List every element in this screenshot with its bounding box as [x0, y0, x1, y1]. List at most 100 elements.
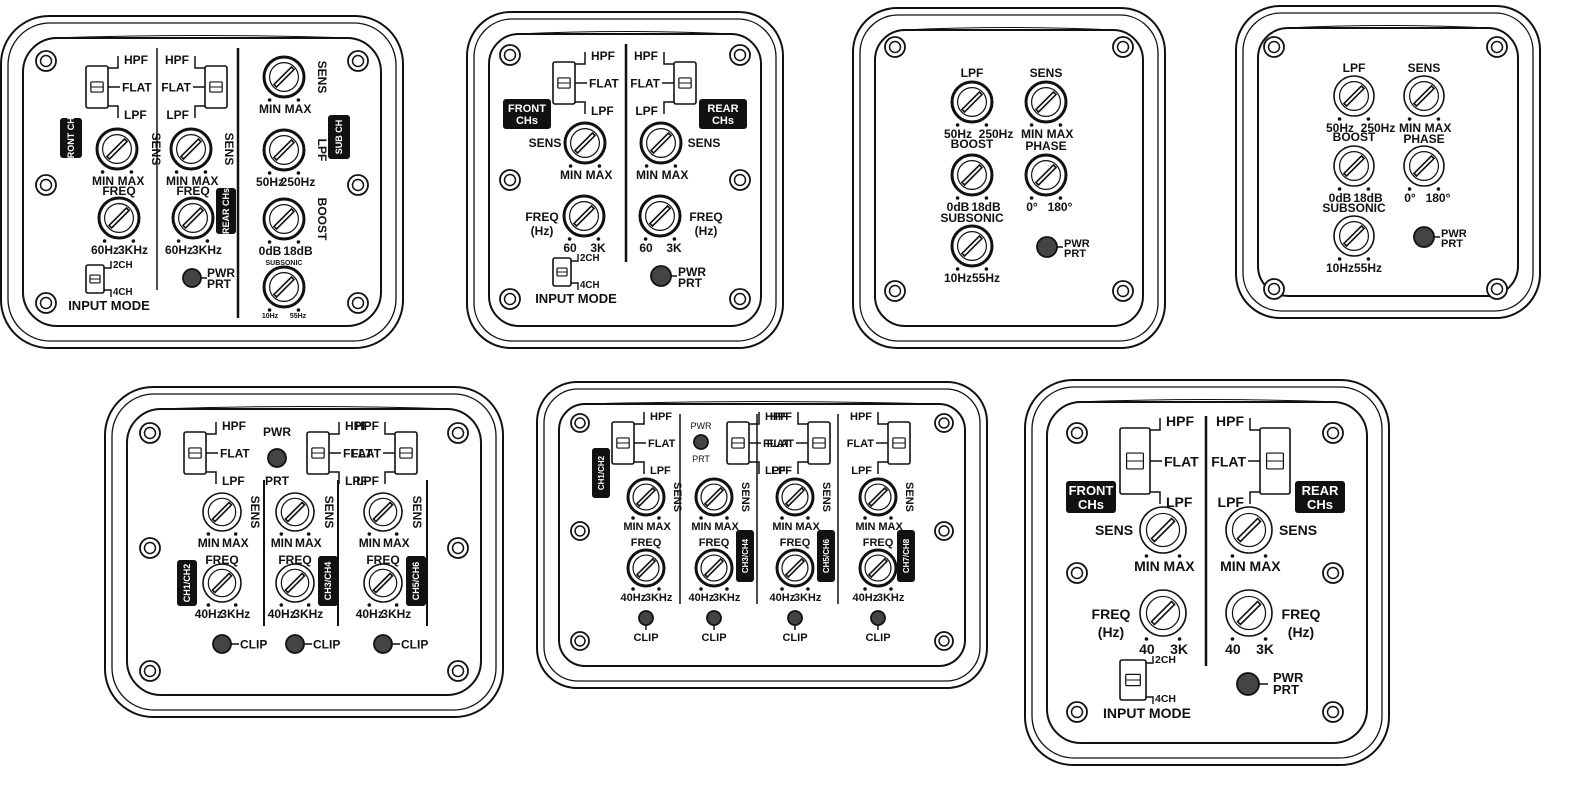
knob-pointer-slot: [1342, 84, 1366, 108]
knob-max-label: 3KHz: [794, 592, 822, 604]
screw-hole-inner: [1326, 705, 1340, 719]
screw-hole-inner: [39, 54, 53, 68]
max-dot: [129, 170, 134, 174]
knob-inner: [1231, 512, 1267, 548]
knob-max-label: 3KHz: [220, 607, 250, 621]
min-dot: [1337, 257, 1342, 261]
max-dot: [1366, 117, 1371, 121]
knob-label: SENS: [820, 482, 832, 512]
knob-label: SENS: [149, 133, 163, 166]
housing-outer: [852, 7, 1166, 349]
knob-min-label: 0°: [1026, 200, 1038, 214]
clip-led: CLIP: [701, 610, 727, 644]
knob-inner: [632, 554, 660, 582]
max-dot: [725, 516, 729, 520]
switch-hpf-label: HPF: [165, 53, 189, 67]
max-dot: [203, 170, 208, 174]
screw-hole: [1263, 36, 1285, 58]
screw-hole-inner: [1116, 284, 1130, 298]
knob-label: FREQ: [631, 537, 662, 549]
input-mode-body: [552, 257, 572, 287]
knob-min-label: MIN: [1134, 558, 1160, 574]
knob-pointer-slot: [1342, 224, 1366, 248]
max-dot: [296, 171, 301, 175]
bracket-top: [194, 56, 205, 69]
screw-hole: [570, 521, 590, 541]
min-dot: [699, 516, 703, 520]
screw-hole: [447, 537, 469, 559]
knob-label: FREQ: [1092, 606, 1131, 622]
screw-hole: [499, 44, 521, 66]
max-dot: [1177, 554, 1182, 558]
screw-hole: [934, 413, 954, 433]
knob-min-label: MIN: [623, 521, 643, 533]
clip-label: CLIP: [401, 637, 428, 651]
min-dot: [267, 171, 272, 175]
channel-badge: FRONT CHs: [60, 112, 82, 164]
bracket-bottom: [634, 461, 645, 474]
min-dot: [643, 237, 648, 241]
max-dot: [806, 587, 810, 591]
knob-inner: [644, 201, 675, 232]
knob-pointer-slot: [272, 275, 296, 299]
switch-flat-label: FLAT: [351, 447, 381, 461]
input-mode-4ch-label: 4CH: [580, 280, 600, 291]
knob-max-label: MAX: [714, 521, 739, 533]
bracket-bottom: [194, 105, 205, 118]
knob-max-label: 3KHz: [713, 592, 741, 604]
knob-label: FREQ: [780, 537, 811, 549]
max-dot: [596, 237, 601, 241]
knob-max-label: MAX: [285, 102, 312, 116]
screw-hole: [729, 44, 751, 66]
knob-pointer-slot: [960, 90, 984, 114]
clip-label: CLIP: [865, 632, 890, 644]
housing-outer: [104, 386, 504, 718]
screw-hole: [35, 174, 57, 196]
knob-inner: [956, 160, 987, 191]
bracket-bottom: [797, 461, 808, 474]
screw-hole-inner: [1070, 705, 1084, 719]
min-dot: [568, 164, 573, 168]
min-dot: [1029, 196, 1034, 200]
knob-inner: [568, 201, 599, 232]
max-dot: [233, 532, 238, 536]
input-mode-label: INPUT MODE: [1103, 705, 1191, 721]
knob-label: SENS: [322, 496, 336, 529]
knob-pointer-slot: [181, 206, 205, 230]
min-dot: [955, 267, 960, 271]
housing-inner: [859, 14, 1159, 342]
knob-min-label: 40Hz: [356, 607, 384, 621]
channel-badge: CH3/CH4: [736, 530, 754, 582]
led-indicator: [1236, 672, 1260, 696]
screw-hole: [35, 292, 57, 314]
input-mode-label: INPUT MODE: [68, 298, 150, 313]
min-dot: [567, 237, 572, 241]
screw-hole-inner: [143, 541, 157, 555]
housing-inner: [473, 18, 777, 342]
max-dot: [1436, 187, 1441, 191]
screw-hole: [347, 292, 369, 314]
input-mode-2ch-label: 2CH: [580, 253, 600, 264]
max-dot: [394, 603, 399, 607]
knob-label: BOOST: [951, 137, 994, 151]
channel-badge: REAR CHs: [216, 188, 236, 234]
bracket-bottom: [877, 461, 888, 474]
screw-hole: [934, 631, 954, 651]
min-dot: [174, 170, 179, 174]
screw-hole-inner: [503, 173, 517, 187]
top-rim-curve: [1285, 25, 1491, 29]
knob-label: PHASE: [1025, 139, 1066, 153]
top-rim-curve: [902, 27, 1116, 31]
knob-max-label: 3KHz: [293, 607, 323, 621]
led-label-prt: PRT: [692, 454, 710, 464]
min-dot: [1407, 117, 1412, 121]
knob-pointer-slot: [635, 557, 657, 579]
housing-inner: [111, 393, 497, 711]
badge-text: CH1/CH2: [597, 455, 606, 490]
knob-label: FREQ: [863, 537, 894, 549]
